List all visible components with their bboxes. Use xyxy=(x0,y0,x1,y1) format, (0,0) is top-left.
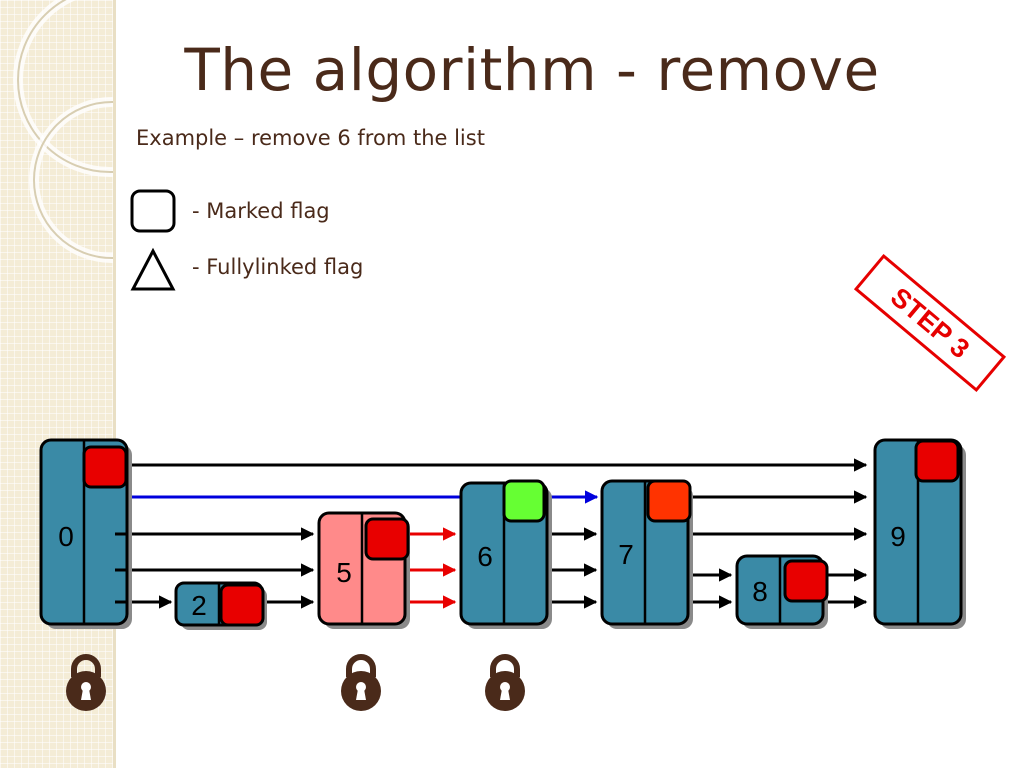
node-0-marked-flag xyxy=(82,445,128,489)
legend-square-icon xyxy=(130,189,176,233)
lock-icon-node-6 xyxy=(485,657,525,711)
node-0-key: 0 xyxy=(58,521,74,552)
legend-fullylinked-label: - Fullylinked flag xyxy=(192,255,364,279)
node-6-marked-flag xyxy=(502,479,546,523)
node-2: 2 xyxy=(174,581,267,630)
legend-marked-label: - Marked flag xyxy=(192,199,330,223)
slide-title: The algorithm - remove xyxy=(184,36,880,104)
node-8: 8 xyxy=(735,554,829,629)
decorative-left-strip xyxy=(0,0,207,768)
node-9-key: 9 xyxy=(890,521,906,552)
node-0: 0 xyxy=(39,438,132,629)
node-9-marked-flag xyxy=(914,439,960,483)
node-2-key: 2 xyxy=(191,590,207,621)
node-6: 6 xyxy=(459,479,552,629)
lock-icon-node-5 xyxy=(341,657,381,711)
node-9: 9 xyxy=(873,438,966,629)
lock-icon-node-0 xyxy=(66,657,106,711)
node-7-marked-flag xyxy=(646,479,692,523)
node-6-key: 6 xyxy=(477,541,493,572)
strip-divider xyxy=(113,0,116,768)
node-7-key: 7 xyxy=(618,539,634,570)
legend-triangle-icon xyxy=(130,247,176,291)
node-2-marked-flag xyxy=(219,583,265,627)
node-5-key: 5 xyxy=(336,557,352,588)
slide-subtitle: Example – remove 6 from the list xyxy=(136,126,485,150)
node-5-marked-flag xyxy=(364,517,410,561)
node-8-marked-flag xyxy=(783,559,829,603)
node-5: 5 xyxy=(317,511,410,629)
node-8-key: 8 xyxy=(752,576,768,607)
node-7: 7 xyxy=(600,479,693,629)
